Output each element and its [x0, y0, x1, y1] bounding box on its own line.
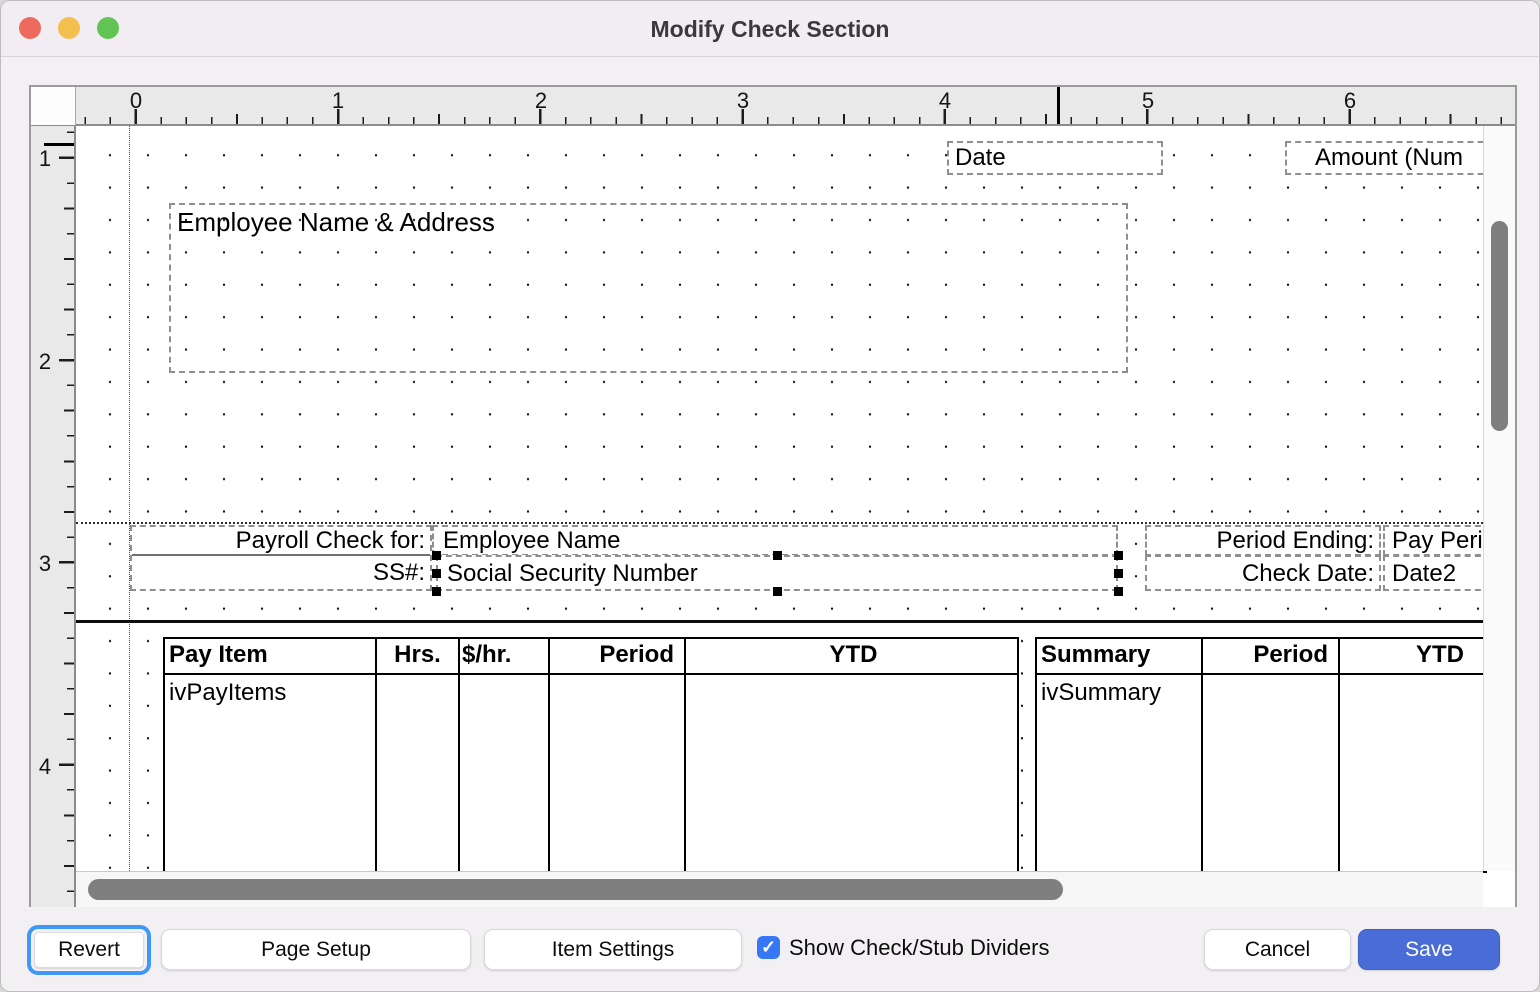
- h-ruler-label: 0: [129, 88, 143, 113]
- close-icon[interactable]: [19, 17, 41, 39]
- zoom-icon[interactable]: [97, 17, 119, 39]
- column-divider: [458, 639, 460, 871]
- title-bar: Modify Check Section: [1, 1, 1539, 57]
- h-ruler-label: 1: [331, 88, 345, 113]
- footer-bar: Revert Page Setup Item Settings ✓ Show C…: [1, 907, 1539, 991]
- pay-items-table[interactable]: Pay Item Hrs. $/hr. Period YTD ivPayItem…: [163, 637, 1019, 873]
- column-divider: [1338, 639, 1340, 871]
- selection-handle[interactable]: [432, 569, 441, 578]
- horizontal-scrollbar-thumb[interactable]: [88, 879, 1063, 900]
- ruler-position-marker[interactable]: [44, 143, 74, 146]
- selection-handle[interactable]: [432, 551, 441, 560]
- show-dividers-label[interactable]: Show Check/Stub Dividers: [789, 935, 1050, 960]
- hrs-header: Hrs.: [394, 641, 441, 668]
- ruler-corner: [31, 87, 76, 126]
- column-divider: [375, 639, 377, 871]
- check-design-canvas[interactable]: Date Amount (Num Employee Name & Address…: [76, 126, 1487, 873]
- amount-numeric-field[interactable]: Amount (Num: [1285, 141, 1487, 175]
- h-ruler-label: 3: [736, 88, 750, 113]
- v-ruler-label: 2: [38, 349, 52, 374]
- selection-handle[interactable]: [1114, 587, 1123, 596]
- summary-table-header-row: [1037, 639, 1487, 675]
- ruler-position-marker[interactable]: [1057, 87, 1060, 124]
- h-ruler-label: 2: [534, 88, 548, 113]
- revert-button[interactable]: Revert: [34, 932, 144, 968]
- selection-handle[interactable]: [1114, 551, 1123, 560]
- horizontal-scrollbar[interactable]: [76, 871, 1483, 907]
- horizontal-ruler: 0 1 2 3 4 5 6: [76, 87, 1515, 126]
- selection-handle[interactable]: [432, 587, 441, 596]
- column-divider: [684, 639, 686, 871]
- page-setup-button[interactable]: Page Setup: [161, 929, 471, 970]
- rate-header: $/hr.: [462, 641, 512, 668]
- h-ruler-label: 5: [1141, 88, 1155, 113]
- selection-handle[interactable]: [1114, 569, 1123, 578]
- check-date-label[interactable]: Check Date:: [1145, 555, 1381, 591]
- show-dividers-checkbox[interactable]: ✓: [757, 936, 780, 959]
- stub-separator-line: [76, 620, 1487, 623]
- pay-item-header: Pay Item: [169, 641, 268, 668]
- summary-table[interactable]: Summary Period YTD ivSummary: [1035, 637, 1487, 873]
- vertical-scrollbar[interactable]: [1483, 126, 1515, 871]
- pay-period-field[interactable]: Pay Peri: [1383, 525, 1487, 556]
- vertical-ruler: 1 2 3 4: [31, 126, 76, 907]
- minimize-icon[interactable]: [58, 17, 80, 39]
- save-button[interactable]: Save: [1358, 929, 1500, 970]
- period-header: Period: [599, 641, 674, 668]
- payroll-check-for-label: Payroll Check for:: [132, 527, 430, 556]
- revert-button-focus-ring: Revert: [27, 925, 151, 975]
- summary-header: Summary: [1041, 641, 1151, 668]
- window-title: Modify Check Section: [650, 16, 890, 42]
- h-ruler-label: 6: [1343, 88, 1357, 113]
- check-stub-divider: [76, 522, 1487, 524]
- period-ending-label[interactable]: Period Ending:: [1145, 525, 1381, 556]
- h-ruler-label: 4: [938, 88, 952, 113]
- page-margin-guide: [129, 126, 130, 873]
- item-settings-button[interactable]: Item Settings: [484, 929, 742, 970]
- pay-items-placeholder: ivPayItems: [169, 679, 287, 706]
- date2-field[interactable]: Date2: [1383, 555, 1487, 591]
- v-ruler-label: 3: [38, 551, 52, 576]
- column-divider: [1201, 639, 1203, 871]
- vertical-scrollbar-thumb[interactable]: [1491, 221, 1508, 431]
- date-field[interactable]: Date: [947, 141, 1163, 175]
- employee-name-address-field[interactable]: Employee Name & Address: [169, 203, 1128, 373]
- v-ruler-label: 4: [38, 754, 52, 779]
- v-ruler-label: 1: [38, 146, 52, 171]
- social-security-number-field[interactable]: Social Security Number: [436, 555, 1118, 591]
- cancel-button[interactable]: Cancel: [1204, 929, 1351, 970]
- stub-labels-box[interactable]: Payroll Check for: SS#:: [130, 525, 432, 591]
- column-divider: [548, 639, 550, 871]
- ss-label: SS#:: [372, 559, 425, 586]
- ytd-header: YTD: [829, 641, 878, 668]
- summary-ytd-header: YTD: [1416, 641, 1464, 668]
- selection-handle[interactable]: [773, 587, 782, 596]
- pay-table-header-row: [165, 639, 1017, 675]
- summary-placeholder: ivSummary: [1041, 679, 1162, 706]
- selection-handle[interactable]: [773, 551, 782, 560]
- design-frame: 0 1 2 3 4 5 6 1 2 3 4 Date Amount (Num E…: [29, 85, 1517, 909]
- summary-period-header: Period: [1253, 641, 1328, 668]
